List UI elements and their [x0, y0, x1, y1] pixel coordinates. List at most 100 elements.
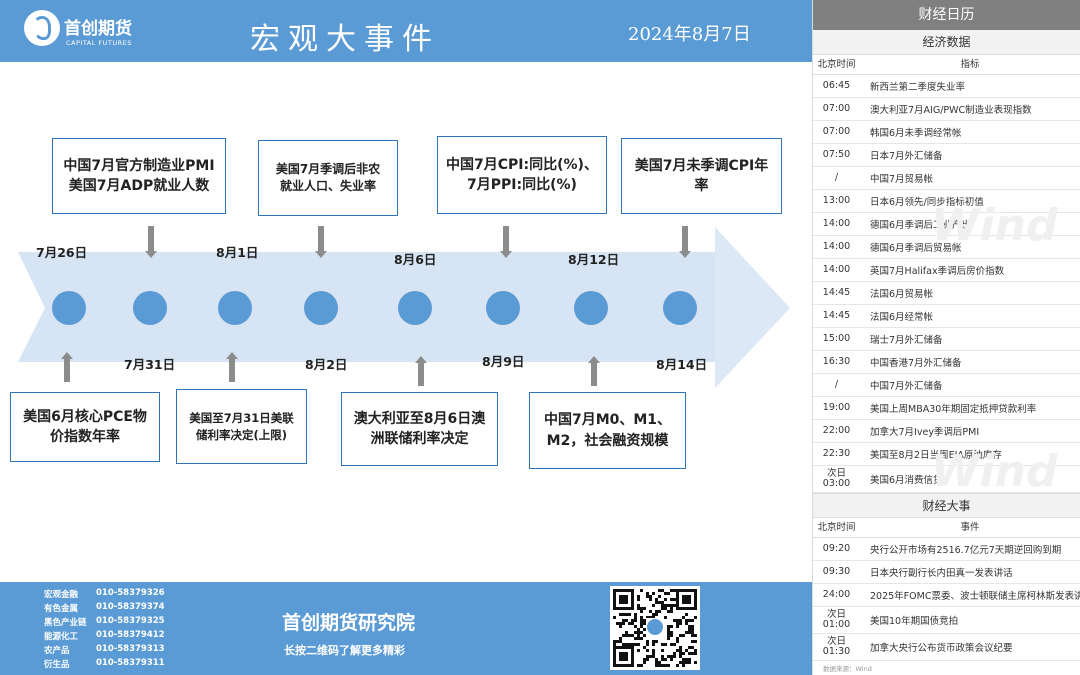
scan-hint: 长按二维码了解更多精彩 — [284, 644, 405, 657]
connector-arrow-icon — [226, 352, 238, 382]
row-item: 德国6月季调后工业产出 — [870, 220, 972, 231]
logo-mark-icon — [24, 10, 60, 46]
row-time: 14:45 — [822, 287, 851, 299]
row-time: 06:45 — [822, 80, 851, 92]
row-item: 美国6月消费信贷 — [870, 475, 943, 486]
connector-arrow-icon — [500, 226, 512, 258]
contact-phone: 010-58379325 — [96, 616, 165, 626]
row-item: 中国7月贸易帐 — [870, 174, 934, 185]
event-box-bottom-2: 美国至7月31日美联储利率决定(上限) — [176, 389, 307, 464]
event-box-bottom-3: 澳大利亚至8月6日澳洲联储利率决定 — [341, 392, 498, 466]
contact-phone: 010-58379412 — [96, 630, 165, 640]
row-time: / — [834, 379, 839, 391]
timeline-node — [52, 291, 86, 325]
qr-code-icon[interactable] — [610, 586, 700, 670]
row-item: 央行公开市场有2516.7亿元7天期逆回购到期 — [870, 545, 1062, 556]
date-label-bottom: 8月14日 — [656, 357, 708, 372]
timeline-arrow-body — [18, 252, 715, 362]
row-item: 加拿大央行公布货币政策会议纪要 — [870, 643, 1013, 654]
calendar-row: 06:45 新西兰第二季度失业率 — [813, 75, 1080, 98]
row-time: 15:00 — [822, 333, 851, 345]
econ-table: 06:45 新西兰第二季度失业率 07:00 澳大利亚7月AIG/PWC制造业表现指数… — [813, 75, 1080, 493]
row-item: 日本央行副行长内田真一发表讲话 — [870, 568, 1013, 579]
row-item: 法国6月经常帐 — [870, 312, 934, 323]
timeline-node — [218, 291, 252, 325]
contact-dept: 有色金属 — [44, 604, 79, 614]
institute-name: 首创期货研究院 — [282, 612, 416, 634]
row-time: / — [834, 172, 839, 184]
timeline-node — [133, 291, 167, 325]
timeline-node — [398, 291, 432, 325]
contact-phone: 010-58379313 — [96, 644, 165, 654]
calendar-row: 14:00 德国6月季调后工业产出 — [813, 213, 1080, 236]
item-column-header: 事件 — [960, 522, 980, 533]
calendar-row: 24:00 2025年FOMC票委、波士顿联储主席柯林斯发表讲话 — [813, 584, 1080, 607]
calendar-title: 财经日历 — [813, 0, 1080, 30]
date-label-bottom: 8月9日 — [482, 354, 525, 369]
econ-table-header: 北京时间 指标 — [813, 55, 1080, 75]
logo-english-name: CAPITAL FUTURES — [66, 39, 132, 47]
event-box-bottom-1: 美国6月核心PCE物价指数年率 — [10, 392, 160, 462]
event-text: 美国7月季调后非农就业人口、失业率 — [275, 161, 381, 193]
row-time: 09:30 — [822, 566, 851, 578]
event-text: 美国至7月31日美联储利率决定(上限) — [189, 410, 294, 442]
row-item: 中国香港7月外汇储备 — [870, 358, 962, 369]
timeline-node — [304, 291, 338, 325]
date-label-top: 8月1日 — [216, 245, 259, 260]
row-time: 14:00 — [822, 241, 851, 253]
connector-arrow-icon — [679, 226, 691, 258]
connector-arrow-icon — [145, 226, 157, 258]
row-item: 2025年FOMC票委、波士顿联储主席柯林斯发表讲话 — [870, 591, 1080, 602]
contact-phone: 010-58379326 — [96, 588, 165, 598]
connector-arrow-icon — [61, 352, 73, 382]
timeline-node — [663, 291, 697, 325]
connector-arrow-icon — [315, 226, 327, 258]
connector-arrow-icon — [415, 356, 427, 386]
row-time: 07:00 — [822, 126, 851, 138]
header-bar: 首创期货 CAPITAL FUTURES 宏观大事件 2024年8月7日 — [0, 0, 812, 62]
row-item: 日本6月领先/同步指标初值 — [870, 197, 984, 208]
row-time: 14:00 — [822, 218, 851, 230]
row-time: 24:00 — [822, 589, 851, 601]
row-item: 澳大利亚7月AIG/PWC制造业表现指数 — [870, 105, 1032, 116]
data-source: 数据来源：Wind — [823, 665, 872, 673]
row-time: 14:00 — [822, 264, 851, 276]
event-text: 美国6月核心PCE物价指数年率 — [23, 408, 147, 445]
item-column-header: 指标 — [960, 59, 980, 70]
time-column-header: 北京时间 — [817, 59, 856, 70]
time-column-header: 北京时间 — [817, 522, 856, 533]
econ-data-section-title: 经济数据 — [813, 30, 1080, 55]
row-item: 加拿大7月Ivey季调后PMI — [870, 427, 980, 438]
row-time: 22:30 — [822, 448, 851, 460]
finance-calendar-panel: 财经日历 经济数据 北京时间 指标 06:45 新西兰第二季度失业率 07:00 澳大… — [812, 0, 1080, 675]
row-item: 日本7月外汇储备 — [870, 151, 943, 162]
row-time: 22:00 — [822, 425, 851, 437]
row-item: 新西兰第二季度失业率 — [870, 82, 966, 93]
watermark: Wind — [931, 200, 1058, 251]
date-label-top: 8月6日 — [394, 252, 437, 267]
logo-name: 首创期货 — [64, 19, 132, 39]
row-item: 中国7月外汇储备 — [870, 381, 943, 392]
watermark: Wind — [931, 446, 1058, 497]
date-label-bottom: 7月31日 — [124, 357, 176, 372]
event-text: 澳大利亚至8月6日澳洲联储利率决定 — [353, 410, 486, 447]
connector-arrow-icon — [588, 356, 600, 386]
contact-phone: 010-58379311 — [96, 658, 165, 668]
